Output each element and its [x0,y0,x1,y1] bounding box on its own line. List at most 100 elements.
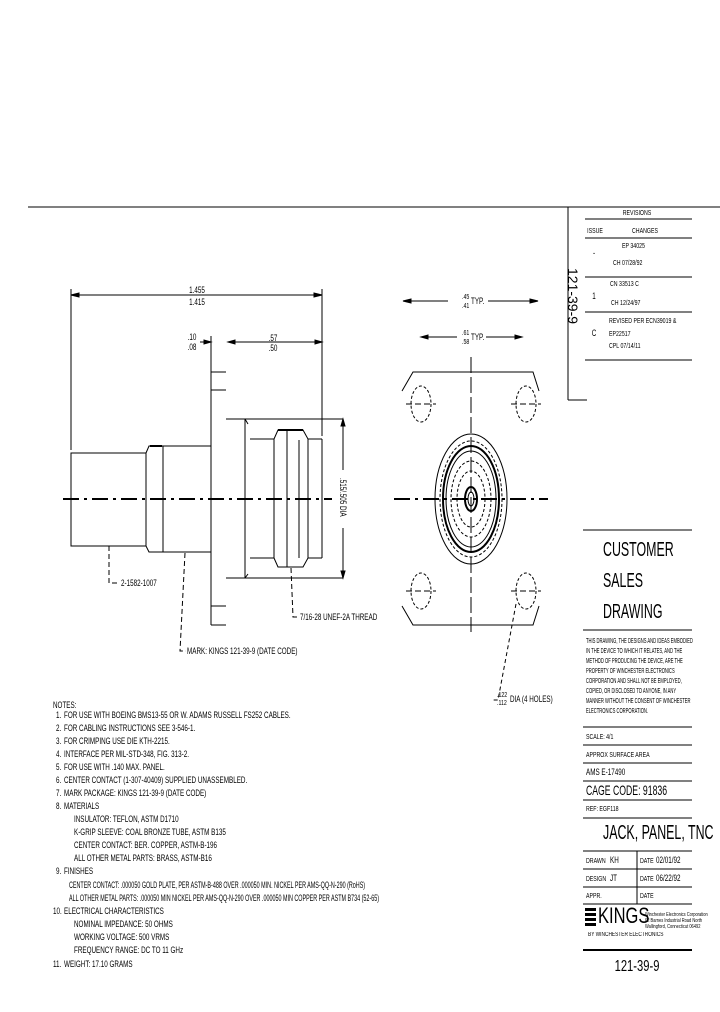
revision-change-line: CH 07/28/92 [613,258,643,267]
kings-logo-sub: BY WINCHESTER ELECTRONICS [588,932,664,938]
cage-code: CAGE CODE: 91836 [586,782,668,798]
appr-label: APPR. [586,891,602,900]
title-heading-line: SALES [603,570,643,592]
note-subitem: ALL OTHER METAL PARTS: BRASS, ASTM-B16 [74,853,212,863]
dim-overall-max: 1.455 [189,285,205,295]
title-heading-line: CUSTOMER [603,539,674,561]
appr-date-label: DATE [640,891,654,900]
note-number: 8. [56,801,62,811]
company-line: Wallingford, Connecticut 06492 [645,924,701,930]
note-text: MATERIALS [64,801,100,811]
part-title: JACK, PANEL, TNC [603,822,714,844]
note-text: FINISHES [64,866,94,876]
note-text: FOR CRIMPING USE DIE KTH-2215. [64,736,170,746]
note-number: 3. [56,736,62,746]
drawing-number: 121-39-9 [614,958,660,975]
proprietary-line: CORPORATION AND SHALL NOT BE EMPLOYED, [586,676,682,685]
kings-logo-mark [585,908,596,926]
revisions-col-changes: CHANGES [632,226,658,235]
ams-spec: AMS E-17490 [586,767,626,777]
note-text: MARK PACKAGE: KINGS 121-39-9 (DATE CODE) [64,788,207,798]
note-text: FOR USE WITH BOEING BMS13-55 OR W. ADAMS… [64,710,291,720]
dim-flange-min: .08 [187,342,197,352]
proprietary-line: COPIED, OR DISCLOSED TO ANYONE, IN ANY [586,686,677,695]
design-value: JT [610,873,617,883]
kings-logo: KINGS [598,903,650,928]
title-block-lines [583,529,692,951]
revision-issue: - [592,248,596,258]
revisions-drawing-number: 121-39-9 [565,268,581,325]
note-subitem: K-GRIP SLEEVE: COAL BRONZE TUBE, ASTM B1… [74,827,226,837]
revision-issue: 1 [592,291,596,301]
revision-change-line: EP 34025 [622,241,645,250]
note-text: CENTER CONTACT (1-307-40409) SUPPLIED UN… [64,775,248,785]
note-number: 6. [56,775,62,785]
note-number: 10. [53,906,62,916]
revisions-col-issue: ISSUE [587,226,603,235]
drawn-date: 02/01/92 [656,855,681,865]
hole-dim-min: .112 [497,698,507,707]
surface-area: APPROX SURFACE AREA [586,750,650,759]
front-view [394,298,548,701]
dim-front-min: .50 [268,343,278,353]
proprietary-line: ELECTRONICS CORPORATION. [586,706,649,715]
note-subitem: WORKING VOLTAGE: 500 VRMS [74,932,170,942]
note-number: 11. [53,959,62,969]
note-number: 5. [56,762,62,772]
note-text: FOR USE WITH .140 MAX. PANEL. [64,762,165,772]
note-subitem: FREQUENCY RANGE: DC TO 11 GHz [74,945,184,955]
hole-dim-max: .122 [497,690,508,699]
drawn-label: DRAWN [586,856,606,865]
note-text: FOR CABLING INSTRUCTIONS SEE 3-546-1. [64,723,196,733]
note-subitem: INSULATOR: TEFLON, ASTM D1710 [74,814,179,824]
proprietary-line: METHOD OF PRODUCING THE DEVICE, ARE THE [586,656,683,665]
note-number: 2. [56,723,62,733]
note-number: 1. [56,710,62,720]
drawn-date-label: DATE [640,856,654,865]
dim-inner-typ: TYP. [471,332,485,342]
proprietary-line: PROPERTY OF WINCHESTER ELECTRONICS [586,666,675,675]
revision-change-line: REVISED PER ECN39019 & [609,316,677,325]
notes-title: NOTES: [53,700,77,710]
revision-change-line: CN 33513 C [610,279,639,288]
note-text: ELECTRICAL CHARACTERISTICS [64,906,164,916]
revision-change-line: CPL 07/14/11 [609,341,641,350]
note-text: WEIGHT: 17.10 GRAMS [64,959,133,969]
revision-block-lines [567,207,692,401]
company-line: 62 Barnes Industrial Road North [645,918,703,924]
dim-front-max: .57 [268,333,278,343]
side-view [63,289,346,652]
dim-diameter: .515/.505 DIA [338,478,348,517]
hole-callout: DIA (4 HOLES) [510,694,553,704]
scale: SCALE: 4/1 [586,732,614,741]
dim-outer-min: .41 [462,301,470,310]
design-date: 06/22/92 [656,873,681,883]
revision-issue: C [591,328,597,338]
note-subitem: ALL OTHER METAL PARTS: .000050 MIN NICKE… [69,893,380,903]
note-subitem: CENTER CONTACT: .000050 GOLD PLATE, PER … [69,880,366,890]
dim-inner-min: .58 [462,337,470,346]
note-subitem: NOMINAL IMPEDANCE: 50 OHMS [74,919,173,929]
dim-flange-max: .10 [187,332,197,342]
ref: REF: EGF118 [586,804,619,813]
dim-inner-max: .61 [462,328,470,337]
note-number: 4. [56,749,62,759]
revision-change-line: CH 12/24/97 [611,298,641,307]
note-number: 7. [56,788,62,798]
dim-outer-typ: TYP. [471,296,485,306]
callout-thread: 7/16-28 UNEF-2A THREAD [300,612,378,622]
note-text: INTERFACE PER MIL-STD-348, FIG. 313-2. [64,749,189,759]
note-number: 9. [56,866,62,876]
title-heading-line: DRAWING [603,601,663,623]
callout-crimp: 2-1582-1007 [121,578,157,588]
proprietary-line: THIS DRAWING, THE DESIGNS AND IDEAS EMBO… [586,636,693,645]
revision-change-line: EP22517 [609,329,631,338]
proprietary-line: IN THE DEVICE TO WHICH IT RELATES, AND T… [586,646,683,655]
revisions-header: REVISIONS [622,208,652,217]
company-line: Winchester Electronics Corporation [645,912,708,918]
note-subitem: CENTER CONTACT: BER. COPPER, ASTM-B-196 [74,840,218,850]
design-date-label: DATE [640,874,654,883]
proprietary-line: MANNER WITHOUT THE CONSENT OF WINCHESTER [586,696,691,705]
